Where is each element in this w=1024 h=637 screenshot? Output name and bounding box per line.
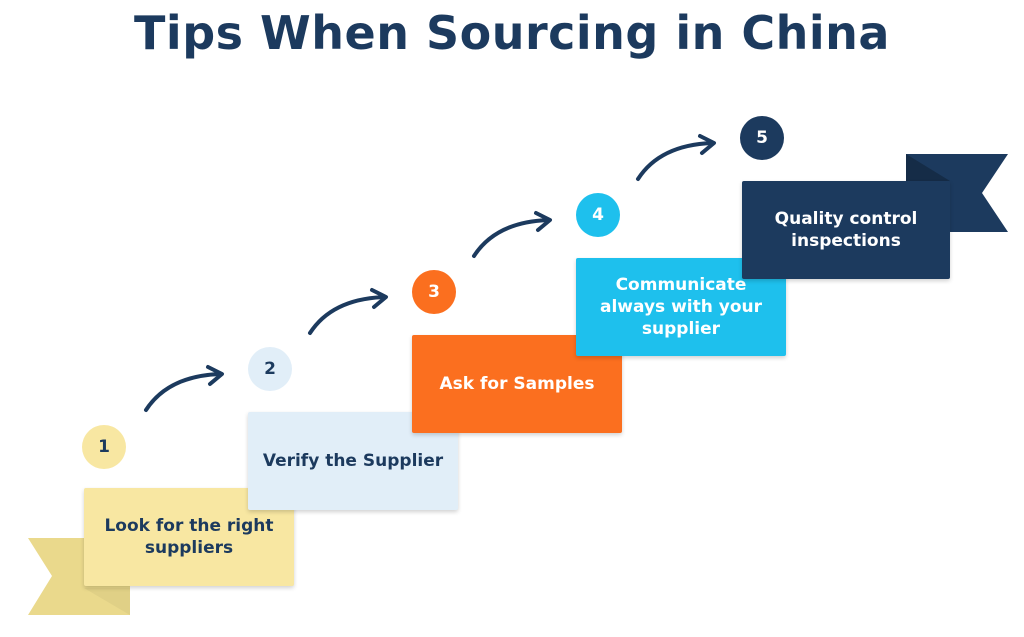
step-5-card: Quality control inspections <box>742 181 950 279</box>
step-5-number-badge: 5 <box>740 116 784 160</box>
step-arrow-1-head <box>206 365 224 386</box>
step-1-number: 1 <box>98 437 110 457</box>
left-ribbon-fold <box>84 588 130 615</box>
step-4-number-badge: 4 <box>576 193 620 237</box>
step-3-label: Ask for Samples <box>439 374 595 394</box>
step-5-number: 5 <box>756 128 768 148</box>
step-arrow-1 <box>144 372 222 412</box>
step-4-number: 4 <box>592 205 604 225</box>
step-5-label: Quality control inspections <box>774 209 918 251</box>
step-arrow-3 <box>472 218 550 258</box>
step-2-label: Verify the Supplier <box>262 451 444 471</box>
step-arrow-3-head <box>534 211 552 232</box>
right-ribbon-fold <box>906 154 950 181</box>
step-3-number-badge: 3 <box>412 270 456 314</box>
step-arrow-2 <box>308 295 386 335</box>
step-arrow-4-head <box>698 134 716 155</box>
step-3-number: 3 <box>428 282 440 302</box>
page-title: Tips When Sourcing in China <box>134 6 890 60</box>
step-2-number: 2 <box>264 359 276 379</box>
step-arrow-2-head <box>370 288 388 309</box>
step-1-label: Look for the right suppliers <box>104 516 274 558</box>
step-2-number-badge: 2 <box>248 347 292 391</box>
step-1-number-badge: 1 <box>82 425 126 469</box>
step-arrow-4 <box>636 141 714 181</box>
step-4-label: Communicate always with your supplier <box>600 275 762 339</box>
